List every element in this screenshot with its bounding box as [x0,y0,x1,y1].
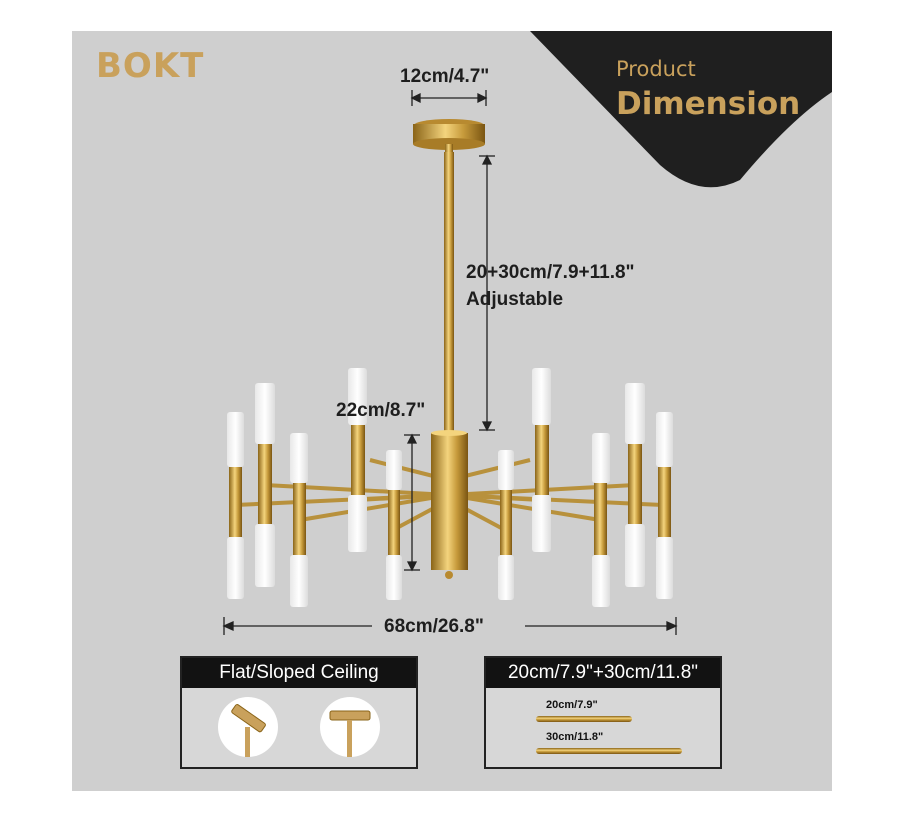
ceiling-mount-box: Flat/Sloped Ceiling [180,656,418,769]
canopy-dimension-label: 12cm/4.7" [400,66,490,87]
short-rod-label: 20cm/7.9" [546,699,598,711]
long-rod-image [536,748,682,754]
long-rod-label: 30cm/11.8" [546,731,604,743]
rod-dimension-label: 20+30cm/7.9+11.8" [466,262,635,283]
rods-box-title: 20cm/7.9"+30cm/11.8" [486,658,720,688]
corner-title-small: Product [616,57,696,81]
ceiling-mount-title: Flat/Sloped Ceiling [182,658,416,688]
brand-logo: BOKT [96,46,205,86]
rods-box: 20cm/7.9"+30cm/11.8" 20cm/7.9" 30cm/11.8… [484,656,722,769]
corner-title-large: Dimension [616,86,801,122]
width-dimension-label: 68cm/26.8" [384,616,484,637]
short-rod-image [536,716,632,722]
rod-adjustable-label: Adjustable [466,289,564,310]
body-height-label: 22cm/8.7" [336,400,426,421]
flat-ceiling-mount-icon [218,697,278,757]
sloped-ceiling-mount-icon [320,697,380,757]
